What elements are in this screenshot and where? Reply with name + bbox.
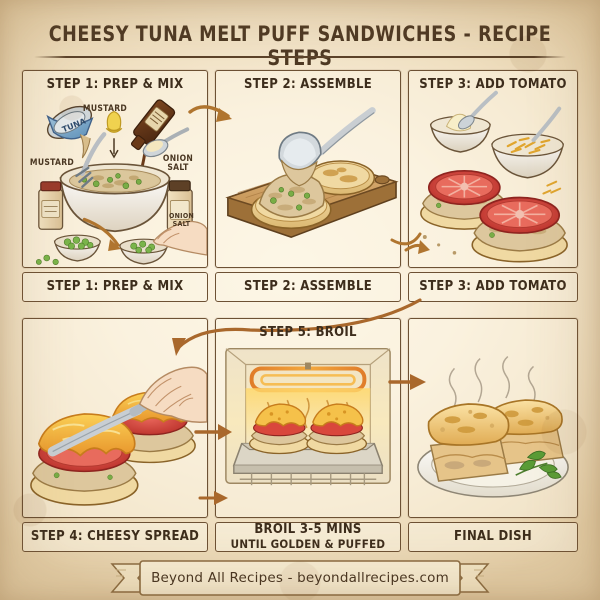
panel-step4 [22, 318, 208, 518]
broiling-sandwich-right [306, 403, 367, 455]
caption-step1: STEP 1: PREP & MIX [22, 272, 208, 302]
spoon [142, 127, 190, 158]
footer-ribbon: Beyond All Recipes - beyondallrecipes.co… [0, 558, 600, 598]
panel-step2-title: STEP 2: ASSEMBLE [243, 77, 373, 92]
parsley-garnish [515, 450, 562, 479]
tuna-mixture [72, 170, 158, 191]
puff-sandwich-front [427, 403, 510, 482]
muffin-half-with-tuna [250, 173, 332, 230]
panel-step6 [408, 318, 578, 518]
peas-bowl [35, 234, 101, 265]
caption-step5: BROIL 3-5 MINS UNTIL GOLDEN & PUFFED [215, 522, 401, 552]
step3-illustration [420, 90, 568, 263]
step4-illustration [30, 366, 207, 506]
panel-step2: STEP 2: ASSEMBLE [215, 70, 401, 268]
onion-salt-label: ONION SALT [162, 154, 194, 174]
step2-illustration [225, 107, 399, 239]
caption-step4-text: STEP 4: CHEESY SPREAD [30, 528, 200, 544]
panel-step1: TUNA [22, 70, 208, 268]
crumbs [422, 235, 457, 255]
footer-text: Beyond All Recipes - beyondallrecipes.co… [151, 570, 449, 586]
panel-step1-title: STEP 1: PREP & MIX [46, 77, 184, 92]
caption-step4: STEP 4: CHEESY SPREAD [22, 522, 208, 552]
page-title: CHEESY TUNA MELT PUFF SANDWICHES - RECIP… [48, 22, 552, 70]
onion-salt-jar-label: ONION SALT [168, 212, 195, 228]
inner-arrow-icon [82, 217, 121, 252]
spice-jar-left [38, 181, 64, 230]
jar-left-label: MUSTARD [29, 158, 75, 168]
ribbon-shape [110, 560, 490, 596]
caption-step5-text: BROIL 3-5 MINS [254, 521, 362, 537]
mustard-dollop-label: MUSTARD [82, 104, 128, 114]
mustard-dollop [105, 110, 123, 159]
shredded-cheese-bowl [491, 106, 565, 195]
title-divider [34, 56, 566, 58]
caption-step6: FINAL DISH [408, 522, 578, 552]
hand [138, 366, 207, 423]
caption-step2: STEP 2: ASSEMBLE [215, 272, 401, 302]
panel-step5-title: STEP 5: BROIL [259, 325, 357, 340]
scoop-utensil [278, 107, 376, 187]
panel-step3: STEP 3: ADD TOMATO [408, 70, 578, 268]
caption-step3-text: STEP 3: ADD TOMATO [419, 278, 567, 294]
caption-step1-text: STEP 1: PREP & MIX [46, 278, 184, 294]
caption-step2-text: STEP 2: ASSEMBLE [243, 278, 373, 294]
sauce-bottle [130, 99, 176, 151]
caption-step6-text: FINAL DISH [454, 528, 532, 544]
broiling-sandwich-left [248, 403, 310, 455]
caption-step5-subtext: UNTIL GOLDEN & PUFFED [230, 536, 386, 551]
step5-illustration [225, 347, 391, 486]
hand-adding-peas [119, 220, 207, 265]
onion-salt-jar [166, 180, 193, 231]
step6-illustration [417, 356, 569, 498]
oven-rack [239, 473, 377, 486]
panel-step3-title: STEP 3: ADD TOMATO [419, 77, 567, 92]
mixing-bowl [59, 132, 171, 233]
step1-illustration: TUNA [35, 99, 207, 265]
steam [448, 356, 536, 411]
sandwich-cheesy-front [30, 413, 139, 506]
caption-step3: STEP 3: ADD TOMATO [408, 272, 578, 302]
panel-step5: STEP 5: BROIL [215, 318, 401, 518]
muffin-half-plain [306, 160, 376, 196]
sandwich-with-tomato-front [471, 196, 568, 263]
mayo-bowl [429, 90, 498, 153]
